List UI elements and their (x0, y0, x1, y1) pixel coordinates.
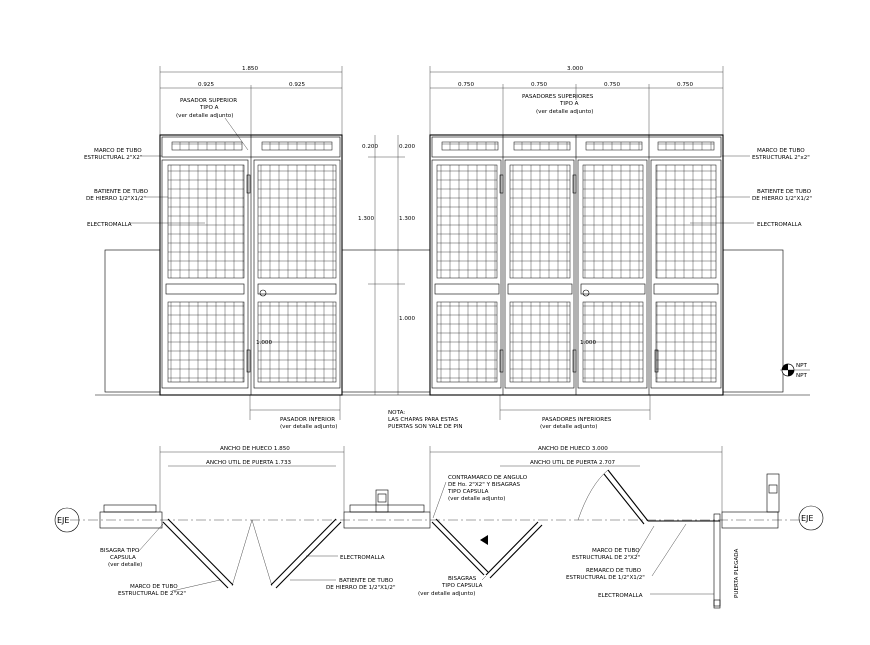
pasadores-inferiores-note: (ver detalle adjunto) (540, 424, 597, 430)
stone-wall-left (104, 249, 161, 393)
dim-right-2: 0.750 (531, 82, 547, 88)
pasador-inferior-label: PASADOR INFERIOR (280, 417, 335, 423)
remarco-line-2: ESTRUCTURAL DE 1/2"X1/2" (566, 575, 645, 581)
batiente-left-label: BATIENTE DE TUBO (94, 189, 149, 195)
elevation-dimensions (159, 66, 724, 420)
nota-title: NOTA: (388, 410, 405, 416)
batiente-plan-line-1: BATIENTE DE TUBO (339, 578, 394, 584)
marco-right-label: MARCO DE TUBO (757, 148, 805, 154)
stone-wall-center (341, 249, 431, 393)
ancho-util-left: ANCHO UTIL DE PUERTA 1.733 (206, 460, 292, 466)
electromalla-plan-1: ELECTROMALLA (340, 555, 385, 561)
dim-right-4: 0.750 (677, 82, 693, 88)
dim-total-left: 1.850 (242, 66, 258, 72)
electromalla-left: ELECTROMALLA (87, 222, 132, 228)
bisagras-line-1: BISAGRAS (448, 576, 477, 582)
dim-top-a: 0.200 (362, 144, 378, 150)
bisagra-line-3: (ver detalle) (108, 562, 142, 568)
batiente-plan-line-2: DE HIERRO DE 1/2"X1/2" (326, 585, 396, 591)
dim-left-leaf-1: 0.925 (198, 82, 214, 88)
stone-wall-right (722, 249, 784, 393)
ancho-hueco-right: ANCHO DE HUECO 3.000 (538, 446, 608, 452)
batiente-right-label: BATIENTE DE TUBO (757, 189, 812, 195)
pasadores-superiores-note: (ver detalle adjunto) (536, 109, 593, 115)
dim-low-b: 1.000 (399, 316, 415, 322)
ancho-util-right: ANCHO UTIL DE PUERTA 2.707 (530, 460, 616, 466)
pasador-superior-type: TIPO A (199, 105, 219, 111)
plan-view (54, 446, 824, 609)
marco-left-label: MARCO DE TUBO (94, 148, 142, 154)
bisagra-line-1: BISAGRA TIPO (100, 548, 140, 554)
dim-left-leaf-2: 0.925 (289, 82, 305, 88)
npt-level-marker (780, 363, 810, 377)
pasador-superior-label: PASADOR SUPERIOR (180, 98, 237, 104)
bisagras-line-3: (ver detalle adjunto) (418, 591, 475, 597)
npt-label-1: NPT (796, 363, 808, 369)
batiente-left-spec: DE HIERRO 1/2"X1/2" (86, 196, 146, 202)
dim-right-1: 0.750 (458, 82, 474, 88)
dim-low-c: 1.000 (580, 340, 596, 346)
marco-right-spec: ESTRUCTURAL 2"x2" (752, 155, 810, 161)
dim-top-b: 0.200 (399, 144, 415, 150)
nota-line-2: PUERTAS SON YALE DE PIN (388, 424, 463, 430)
bisagras-line-2: TIPO CAPSULA (441, 583, 483, 589)
dim-low-a: 1.000 (256, 340, 272, 346)
marco-right-plan-line-1: MARCO DE TUBO (592, 548, 640, 554)
gate-left (159, 134, 343, 396)
pasadores-superiores-type: TIPO A (559, 101, 579, 107)
pasador-inferior-note: (ver detalle adjunto) (280, 424, 337, 430)
npt-label-2: NPT (796, 373, 808, 379)
dim-right-3: 0.750 (604, 82, 620, 88)
eje-right: EJE (801, 514, 813, 523)
nota-line-1: LAS CHAPAS PARA ESTAS (388, 417, 459, 423)
elevation-view: 1.850 0.925 0.925 3.000 0.750 0.750 0.75… (84, 66, 812, 430)
ancho-hueco-left: ANCHO DE HUECO 1.850 (220, 446, 290, 452)
marco-left-spec: ESTRUCTURAL 2"X2" (84, 155, 143, 161)
pasadores-superiores-label: PASADORES SUPERIORES (522, 94, 594, 100)
marco-line-2: ESTRUCTURAL DE 2"X2" (118, 591, 186, 597)
contramarco-line-3: TIPO CAPSULA (447, 489, 489, 495)
remarco-line-1: REMARCO DE TUBO (586, 568, 642, 574)
dim-mid-a: 1.300 (358, 216, 374, 222)
pasadores-inferiores-label: PASADORES INFERIORES (542, 417, 612, 423)
contramarco-line-2: DE Ho. 2"X2" Y BISAGRAS (448, 482, 520, 488)
contramarco-line-4: (ver detalle adjunto) (448, 496, 505, 502)
marco-line-1: MARCO DE TUBO (130, 584, 178, 590)
electromalla-right: ELECTROMALLA (757, 222, 802, 228)
gate-right (429, 134, 724, 396)
dim-total-right: 3.000 (567, 66, 583, 72)
eje-left: EJE (57, 516, 69, 525)
plan-wall-right (721, 511, 779, 529)
pasador-superior-note: (ver detalle adjunto) (176, 113, 233, 119)
batiente-right-spec: DE HIERRO 1/2"X1/2" (752, 196, 812, 202)
contramarco-line-1: CONTRAMARCO DE ANGULO (448, 475, 528, 481)
electromalla-plan-2: ELECTROMALLA (598, 593, 643, 599)
bisagra-line-2: CAPSULA (110, 555, 136, 561)
puerta-plegada-label: PUERTA PLEGADA (734, 549, 740, 598)
dim-mid-b: 1.300 (399, 216, 415, 222)
marco-right-plan-line-2: ESTRUCTURAL DE 2"X2" (572, 555, 640, 561)
